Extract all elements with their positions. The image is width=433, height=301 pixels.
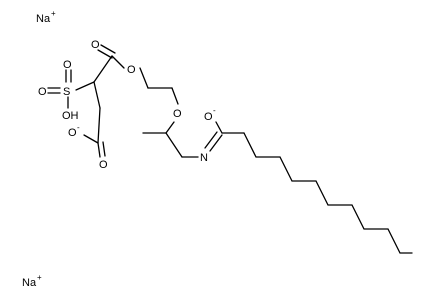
carboxylate-oxygen-negative: O xyxy=(68,127,77,139)
bond-carboxyl-c-o-double-b xyxy=(102,141,106,157)
sodium-ion-2-charge: + xyxy=(37,273,42,282)
bond-o-ch2 xyxy=(139,67,149,89)
sulfur-atom: S xyxy=(63,86,70,98)
bond-ester-c-o xyxy=(111,55,125,69)
imidate-oxygen: O xyxy=(204,111,213,123)
bond-ester-c-o-double-b xyxy=(100,44,116,54)
bond-carboxyl-c-o-double-a xyxy=(97,142,101,158)
bond-alpha-ch2 xyxy=(93,81,101,109)
atom-labels: Na + O O O O S OH O O - O - N O Na + xyxy=(22,9,216,289)
sulfonyl-oxygen-left: O xyxy=(38,86,47,98)
bond-ch-ch2n xyxy=(165,132,183,158)
bond-ch2-carboxyl-c xyxy=(97,107,101,144)
ester-oxygen: O xyxy=(127,64,136,76)
bonds xyxy=(47,44,413,254)
imidate-oxygen-charge: - xyxy=(213,106,216,115)
sulfonyl-oxygen-top: O xyxy=(63,59,72,71)
bond-ester-c-o-double-a xyxy=(97,49,113,59)
bond-n-c-double-a xyxy=(209,134,223,152)
ether-oxygen: O xyxy=(173,108,182,120)
bond-ch2-ether-o xyxy=(171,87,179,105)
sodium-ion-1-symbol: Na xyxy=(36,13,51,25)
carboxylate-oxygen-double: O xyxy=(99,159,108,171)
bond-c-o-imidate xyxy=(215,121,223,134)
amide-nitrogen: N xyxy=(200,152,208,164)
carboxylate-oxygen-charge: - xyxy=(77,123,80,132)
sulfonic-hydroxyl: OH xyxy=(62,110,79,122)
sodium-ion-1-charge: + xyxy=(51,9,56,18)
sodium-ion-2-symbol: Na xyxy=(22,277,37,289)
ester-carbonyl-oxygen: O xyxy=(91,39,100,51)
alkyl-chain xyxy=(243,132,413,254)
bond-ester-c-alpha xyxy=(93,55,113,83)
bond-carboxyl-c-o-neg xyxy=(83,134,99,144)
bond-n-c-double-b xyxy=(204,131,218,149)
bond-alpha-s xyxy=(75,81,95,91)
bond-ether-o-ch xyxy=(165,121,175,134)
